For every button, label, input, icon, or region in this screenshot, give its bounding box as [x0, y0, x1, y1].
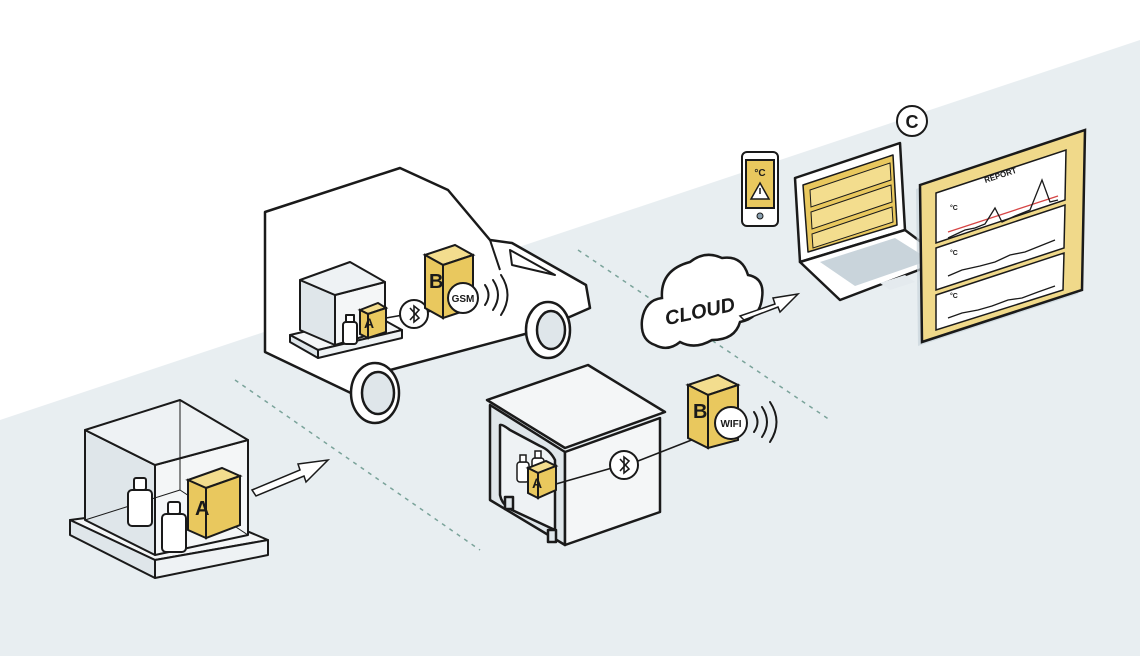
phone-celsius-label: °C — [754, 168, 765, 179]
medicine-bottle-icon — [127, 477, 187, 553]
gateway-b-wifi-label: B — [693, 401, 707, 423]
arrow-icon — [738, 292, 801, 321]
bluetooth-icon — [609, 450, 639, 480]
signal-waves-icon — [484, 274, 509, 316]
cloud-shape — [640, 253, 764, 350]
report-chart-2-unit: °C — [950, 249, 958, 257]
gateway-b-gsm-label: B — [429, 271, 443, 293]
laptop-screen-rows — [809, 162, 894, 249]
storage-bluetooth-link — [555, 467, 613, 485]
report-chart-1 — [947, 178, 1059, 239]
warning-icon — [749, 181, 771, 200]
arrow-icon — [250, 458, 331, 497]
gsm-label: GSM — [452, 294, 475, 305]
sensor-a-device — [185, 466, 243, 540]
storage-sensor-a-label: A — [532, 475, 542, 491]
report-chart-3 — [947, 285, 1056, 319]
wifi-label: WIFI — [720, 419, 741, 430]
report-chart-3-unit: °C — [950, 292, 958, 300]
gsm-badge — [447, 282, 479, 314]
wifi-badge — [714, 406, 748, 440]
dashboard-c-label: C — [906, 112, 919, 132]
laptop-touchpad — [880, 275, 915, 290]
divider-2 — [577, 249, 831, 421]
storage-sensor-a-device — [525, 459, 559, 500]
report-chart-2 — [947, 239, 1056, 277]
report-chart-1-unit: °C — [950, 204, 958, 212]
van-sensor-a-device — [357, 301, 389, 340]
laptop-keyboard — [820, 238, 930, 286]
sensor-a-label: A — [195, 498, 209, 520]
dashboard-c-badge — [896, 105, 928, 137]
signal-waves-icon — [753, 401, 778, 443]
van-sensor-a-label: A — [364, 315, 374, 331]
bluetooth-icon — [399, 299, 429, 329]
